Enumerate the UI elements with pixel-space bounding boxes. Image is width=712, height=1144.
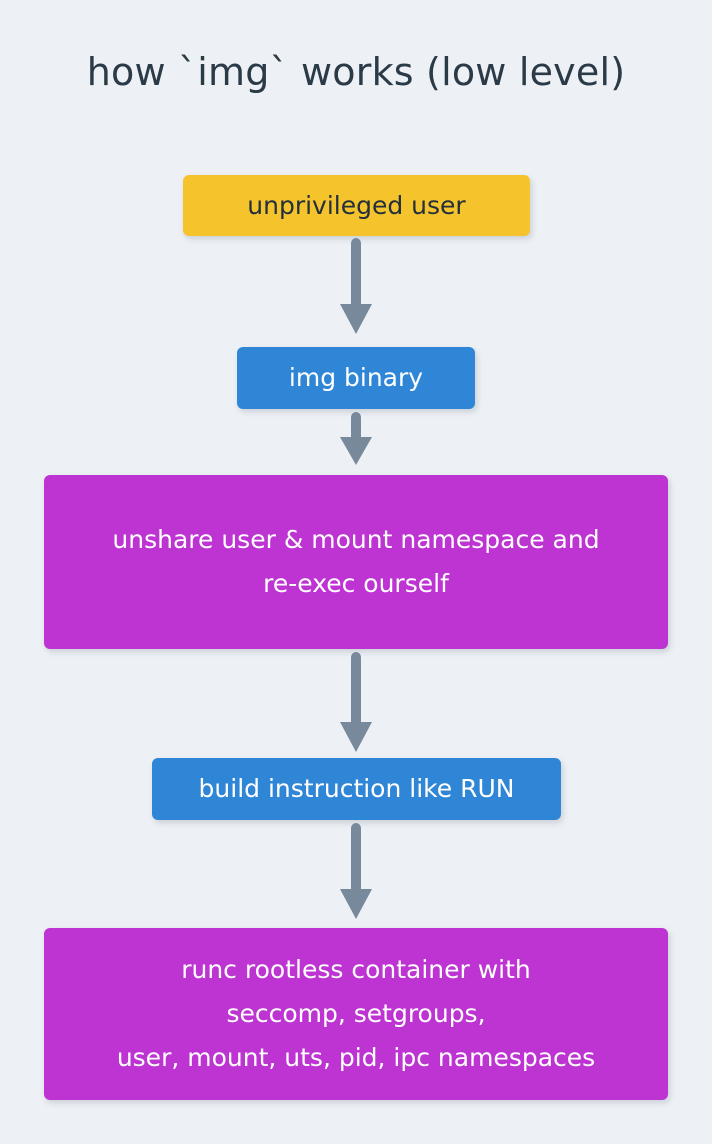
flowchart-arrow-unprivileged-user-to-img-binary xyxy=(332,238,380,337)
flowchart-node-label: unprivileged user xyxy=(247,190,466,220)
flowchart-node-label: build instruction like RUN xyxy=(198,774,515,803)
page-title: how `img` works (low level) xyxy=(86,50,626,94)
flowchart-node-label: runc rootless container with seccomp, se… xyxy=(116,955,596,1072)
flowchart-node-label: unshare user & mount namespace and re-ex… xyxy=(112,525,600,598)
flowchart-node-img-binary[interactable]: img binary xyxy=(237,347,475,409)
flowchart-node-unshare[interactable]: unshare user & mount namespace and re-ex… xyxy=(44,475,668,649)
flowchart-arrow-img-binary-to-unshare xyxy=(332,412,380,468)
flowchart-node-unprivileged-user[interactable]: unprivileged user xyxy=(183,175,530,236)
flowchart-node-runc-container[interactable]: runc rootless container with seccomp, se… xyxy=(44,928,668,1100)
flowchart-node-label: img binary xyxy=(288,363,424,392)
flowchart-arrow-unshare-to-build-instruction xyxy=(332,652,380,755)
flowchart-arrow-build-instruction-to-runc-container xyxy=(332,823,380,922)
flowchart-node-build-instruction[interactable]: build instruction like RUN xyxy=(152,758,561,820)
